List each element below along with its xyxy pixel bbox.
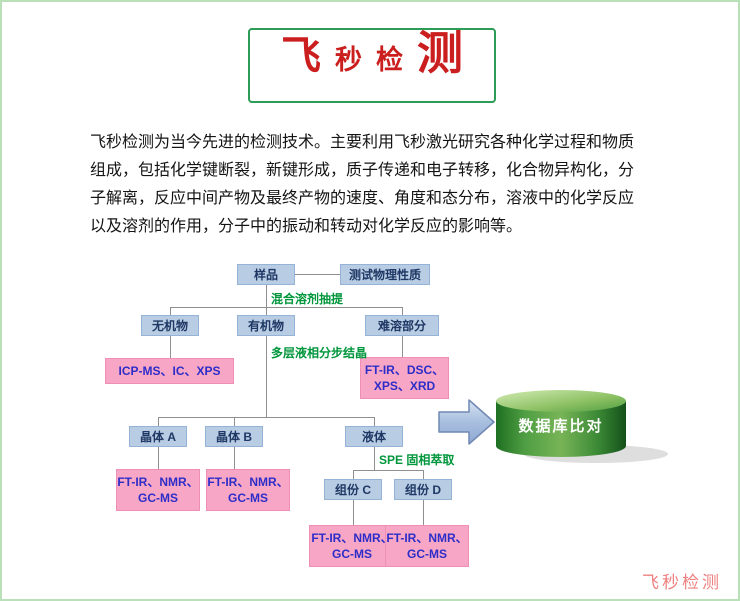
node-crystal-b: 晶体 B: [205, 426, 263, 447]
node-icp-instruments: ICP-MS、IC、XPS: [105, 358, 234, 384]
connector-line: [295, 274, 340, 275]
connector-line: [170, 307, 171, 315]
connector-line: [402, 307, 403, 315]
node-organic: 有机物: [237, 315, 295, 336]
title-char-1: 飞: [281, 34, 321, 78]
node-ftir-nmr-c: FT-IR、NMR、 GC-MS: [309, 525, 395, 567]
title-char-3: 检: [376, 45, 403, 75]
node-liquid: 液体: [345, 426, 403, 447]
database-label: 数据库比对: [518, 417, 603, 435]
connector-line: [423, 500, 424, 525]
watermark: 飞秒检测: [642, 573, 722, 592]
connector-line: [158, 447, 159, 469]
label-spe: SPE 固相萃取: [379, 453, 455, 467]
node-ftir-nmr-a: FT-IR、NMR、 GC-MS: [116, 469, 200, 511]
intro-line: 飞秒检测为当今先进的检测技术。主要利用飞秒激光研究各种化学过程和物质: [90, 134, 635, 151]
right-arrow-icon: [438, 399, 495, 445]
connector-line: [266, 336, 267, 417]
instrument-line: FT-IR、NMR、: [207, 475, 289, 489]
connector-line: [158, 417, 159, 426]
node-insoluble: 难溶部分: [365, 315, 439, 336]
node-ftir-dsc-instruments: FT-IR、DSC、 XPS、XRD: [360, 357, 449, 399]
instrument-line: FT-IR、NMR、: [117, 475, 199, 489]
connector-line: [170, 307, 403, 308]
instrument-line: FT-IR、DSC、: [364, 363, 445, 377]
title-char-4: 测: [417, 27, 463, 79]
connector-line: [423, 470, 424, 479]
connector-line: [353, 500, 354, 525]
node-inorganic: 无机物: [141, 315, 199, 336]
connector-line: [353, 470, 354, 479]
connector-line: [374, 447, 375, 470]
connector-line: [374, 417, 375, 426]
node-ftir-nmr-d: FT-IR、NMR、 GC-MS: [385, 525, 469, 567]
node-crystal-a: 晶体 A: [129, 426, 187, 447]
connector-line: [266, 285, 267, 307]
connector-line: [234, 447, 235, 469]
instrument-line: XPS、XRD: [373, 379, 436, 393]
instrument-line: GC-MS: [332, 547, 372, 561]
connector-line: [170, 336, 171, 358]
instrument-line: GC-MS: [138, 491, 178, 505]
node-ftir-nmr-b: FT-IR、NMR、 GC-MS: [206, 469, 290, 511]
node-physical-test: 测试物理性质: [340, 264, 430, 285]
intro-line: 组成，包括化学键断裂，新键形成，质子传递和电子转移，化合物异构化，分: [90, 162, 635, 179]
instrument-line: FT-IR、NMR、: [311, 531, 393, 545]
title-box: 飞 秒 检 测: [248, 28, 496, 103]
intro-paragraph: 飞秒检测为当今先进的检测技术。主要利用飞秒激光研究各种化学过程和物质 组成，包括…: [90, 129, 675, 241]
instrument-line: GC-MS: [228, 491, 268, 505]
node-component-d: 组份 D: [394, 479, 452, 500]
label-extraction: 混合溶剂抽提: [271, 292, 344, 306]
instrument-line: FT-IR、NMR、: [386, 531, 468, 545]
connector-line: [402, 336, 403, 357]
intro-line: 以及溶剂的作用，分子中的振动和转动对化学反应的影响等。: [90, 218, 523, 235]
instrument-line: GC-MS: [407, 547, 447, 561]
title-char-2: 秒: [335, 45, 362, 75]
connector-line: [353, 470, 424, 471]
intro-line: 子解离，反应中间产物及最终产物的速度、角度和态分布，溶液中的化学反应: [90, 190, 635, 207]
node-component-c: 组份 C: [324, 479, 382, 500]
connector-line: [266, 307, 267, 315]
connector-line: [234, 417, 235, 426]
connector-line: [158, 417, 375, 418]
database-cylinder: 数据库比对: [496, 390, 668, 463]
node-sample: 样品: [237, 264, 295, 285]
label-crystallization: 多层液相分步结晶: [271, 346, 368, 360]
